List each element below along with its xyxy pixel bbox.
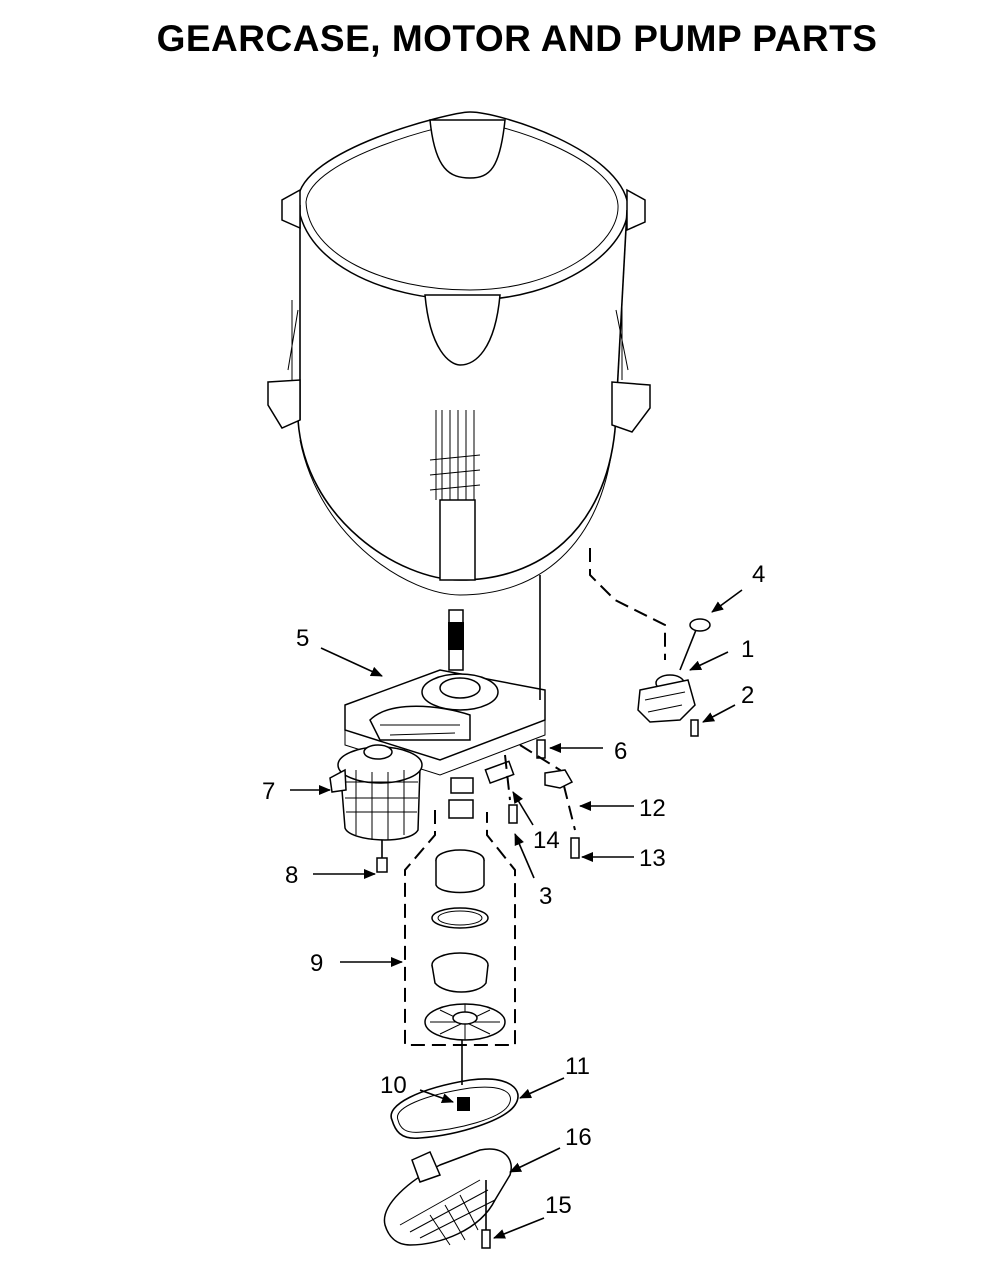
callout-2: 2 [741, 682, 754, 709]
callout-8: 8 [285, 862, 298, 889]
callout-5: 5 [296, 625, 309, 652]
callout-1: 1 [741, 636, 754, 663]
gearcase-illustration [344, 575, 546, 776]
pulley-assembly-illustration [404, 810, 516, 1085]
callout-4: 4 [752, 561, 765, 588]
tub-illustration [267, 111, 651, 596]
pump-illustration [589, 548, 711, 737]
fasteners-and-clips [448, 739, 580, 859]
callout-leaders [290, 589, 743, 1239]
callout-12: 12 [639, 795, 666, 822]
callout-7: 7 [262, 778, 275, 805]
callout-14: 14 [533, 827, 560, 854]
callout-16: 16 [565, 1124, 592, 1151]
drive-shaft [448, 609, 464, 671]
motor-illustration [329, 744, 423, 873]
callout-10: 10 [380, 1072, 407, 1099]
callout-numbers: 1 2 3 4 5 6 7 8 9 10 11 12 13 14 15 16 [262, 561, 765, 1219]
diagram-title: GEARCASE, MOTOR AND PUMP PARTS [156, 18, 878, 59]
callout-13: 13 [639, 845, 666, 872]
callout-9: 9 [310, 950, 323, 977]
callout-6: 6 [614, 738, 627, 765]
base-illustration [383, 1148, 512, 1249]
callout-15: 15 [545, 1192, 572, 1219]
callout-3: 3 [539, 883, 552, 910]
belt-illustration [390, 1078, 519, 1140]
callout-11: 11 [565, 1053, 590, 1080]
